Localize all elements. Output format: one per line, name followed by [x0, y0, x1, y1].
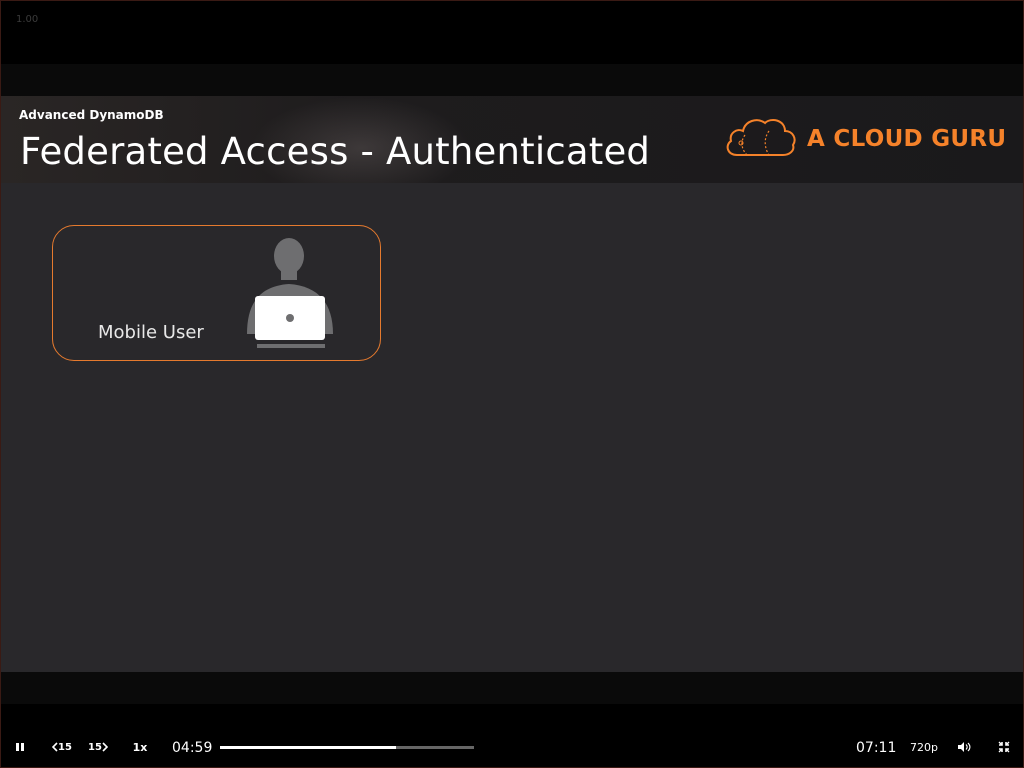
- letterbox-top: [1, 64, 1023, 96]
- pause-icon: [16, 743, 24, 751]
- brand-logo: A CLOUD GURU: [723, 116, 1006, 162]
- mobile-user-box: Mobile User: [52, 225, 381, 361]
- player-controls: 15 15 1x 04:59 07:11 720p: [0, 727, 1024, 768]
- volume-icon: [958, 742, 971, 752]
- mobile-user-label: Mobile User: [98, 322, 204, 343]
- progress-fill: [220, 746, 397, 749]
- rewind-15-label: 15: [58, 741, 72, 753]
- brand-name: A CLOUD GURU: [807, 126, 1007, 152]
- cloud-logo-icon: [723, 115, 797, 164]
- presenter-background: [251, 96, 471, 183]
- pause-button[interactable]: [12, 739, 28, 755]
- exit-fullscreen-button[interactable]: [996, 739, 1012, 755]
- chevron-right-icon: [102, 742, 108, 752]
- letterbox-bottom: [1, 672, 1023, 704]
- total-time: 07:11: [856, 740, 897, 756]
- course-name: Advanced DynamoDB: [19, 108, 164, 122]
- volume-button[interactable]: [955, 739, 973, 755]
- forward-15-label: 15: [88, 741, 102, 753]
- forward-15-button[interactable]: 15: [86, 739, 110, 755]
- quality-button[interactable]: 720p: [910, 740, 938, 754]
- slide-title: Federated Access - Authenticated: [20, 130, 651, 173]
- zoom-readout: 1.00: [16, 14, 39, 25]
- playback-speed-button[interactable]: 1x: [132, 740, 148, 754]
- user-laptop-icon: [239, 234, 343, 359]
- progress-bar[interactable]: [220, 746, 474, 749]
- rewind-15-button[interactable]: 15: [50, 739, 74, 755]
- current-time: 04:59: [172, 740, 213, 756]
- video-slide[interactable]: Advanced DynamoDB Federated Access - Aut…: [1, 96, 1023, 672]
- chevron-left-icon: [52, 742, 58, 752]
- exit-fullscreen-icon: [998, 741, 1010, 753]
- slide-header: Advanced DynamoDB Federated Access - Aut…: [1, 96, 1023, 183]
